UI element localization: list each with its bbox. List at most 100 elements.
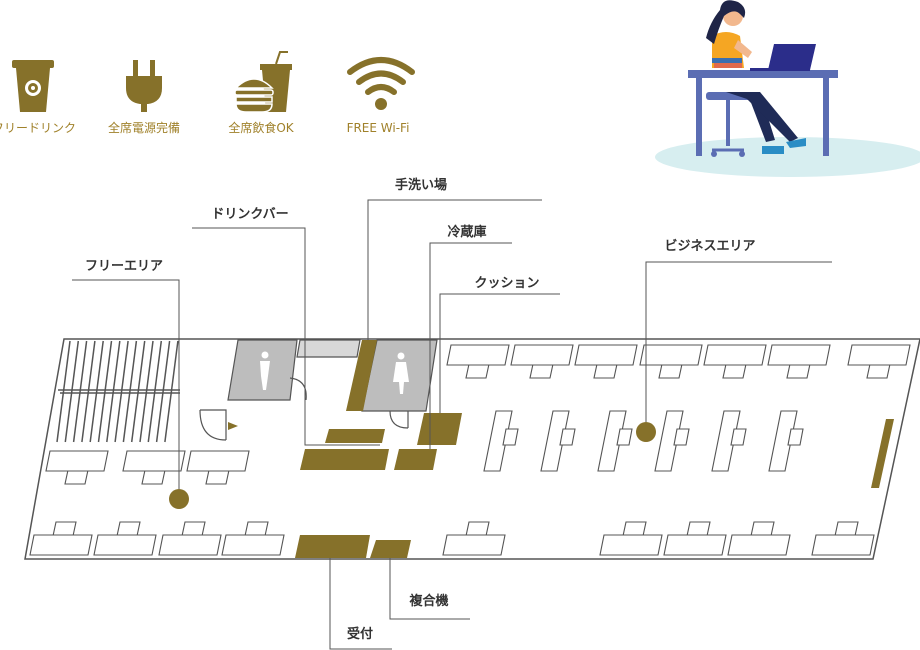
coffee-cup-icon — [12, 60, 54, 112]
amenity-food-ok: 全席飲食OK — [228, 51, 295, 135]
chair — [244, 521, 269, 537]
chair — [722, 363, 747, 379]
laptop-icon — [768, 44, 816, 70]
stair-line — [147, 340, 163, 443]
stair-line — [72, 340, 88, 443]
wall-bench — [871, 419, 894, 488]
desk — [442, 534, 506, 556]
man-icon — [260, 351, 270, 390]
callout-business-area: ビジネスエリア — [664, 238, 755, 254]
chair — [181, 521, 206, 537]
person-at-desk-illustration — [655, 0, 920, 177]
desk-with-chair — [510, 344, 574, 379]
desk-with-chair — [811, 521, 875, 556]
stair-line — [64, 340, 80, 443]
desk — [540, 410, 570, 472]
chair — [658, 363, 683, 379]
desk — [767, 344, 831, 366]
desk-with-chair — [711, 410, 747, 472]
callout-reception: 受付 — [347, 626, 373, 642]
desk — [703, 344, 767, 366]
drink-bar-counter — [325, 429, 385, 443]
callout-drink-bar: ドリンクバー — [211, 207, 288, 222]
desk — [847, 344, 911, 366]
desk-with-chair — [221, 521, 285, 556]
amenity-label: フリードリンク — [0, 121, 76, 135]
amenity-power: 全席電源完備 — [108, 60, 180, 135]
amenity-label: 全席飲食OK — [228, 120, 294, 135]
amenity-label: FREE Wi-Fi — [347, 121, 410, 135]
chair — [593, 363, 618, 379]
desk — [221, 534, 285, 556]
callout-copier: 複合機 — [408, 593, 448, 609]
desk-top — [688, 70, 838, 78]
desk — [574, 344, 638, 366]
reception-counter — [295, 535, 370, 558]
hand-wash-area — [346, 340, 377, 411]
desk-with-chair — [654, 410, 690, 472]
drink-bar-counter — [300, 449, 389, 470]
stair-line — [106, 340, 121, 443]
wifi-icon — [347, 57, 415, 110]
woman-icon — [393, 352, 409, 394]
desk-with-chair — [767, 344, 831, 379]
desk-group — [29, 344, 911, 556]
desk-with-chair — [158, 521, 222, 556]
stair-line — [122, 340, 138, 443]
chair — [786, 363, 811, 379]
chair — [559, 428, 576, 446]
chair — [622, 521, 647, 537]
chair — [686, 521, 711, 537]
chair — [730, 428, 747, 446]
fridge — [394, 449, 437, 470]
stairs — [56, 340, 179, 443]
cushion-area — [417, 413, 462, 445]
stair-line — [155, 340, 171, 443]
desk-with-chair — [442, 521, 506, 556]
chair — [502, 428, 519, 446]
stair-line — [164, 340, 179, 443]
desk — [446, 344, 510, 366]
callout-cushion: クッション — [474, 276, 539, 291]
callout-leaders — [72, 199, 832, 650]
power-plug-icon — [126, 60, 162, 112]
business-area-marker — [636, 422, 656, 442]
desk — [727, 534, 791, 556]
callout-fridge: 冷蔵庫 — [447, 224, 486, 240]
desk — [122, 450, 186, 472]
desk-with-chair — [639, 344, 703, 379]
stair-line — [139, 340, 154, 443]
door — [200, 409, 227, 440]
desk-with-chair — [483, 410, 519, 472]
desk-with-chair — [727, 521, 791, 556]
chair — [465, 363, 490, 379]
desk-with-chair — [574, 344, 638, 379]
desk — [711, 410, 741, 472]
chair — [866, 363, 891, 379]
stair-line — [97, 340, 113, 443]
desk — [158, 534, 222, 556]
desk-with-chair — [29, 521, 93, 556]
stair-line — [89, 340, 104, 443]
chair — [52, 521, 77, 537]
chair — [673, 428, 690, 446]
chair — [750, 521, 775, 537]
desk-with-chair — [186, 450, 250, 485]
chair — [529, 363, 554, 379]
floor-plan — [24, 338, 920, 560]
desk-with-chair — [768, 410, 804, 472]
amenity-label: 全席電源完備 — [108, 120, 180, 135]
desk — [599, 534, 663, 556]
desk — [597, 410, 627, 472]
desk-with-chair — [599, 521, 663, 556]
chair — [465, 521, 490, 537]
desk — [654, 410, 684, 472]
stair-line — [56, 340, 71, 443]
chair — [141, 469, 166, 485]
chair — [64, 469, 89, 485]
desk — [483, 410, 513, 472]
chair — [834, 521, 859, 537]
stair-line — [81, 340, 96, 443]
copier — [370, 540, 411, 558]
